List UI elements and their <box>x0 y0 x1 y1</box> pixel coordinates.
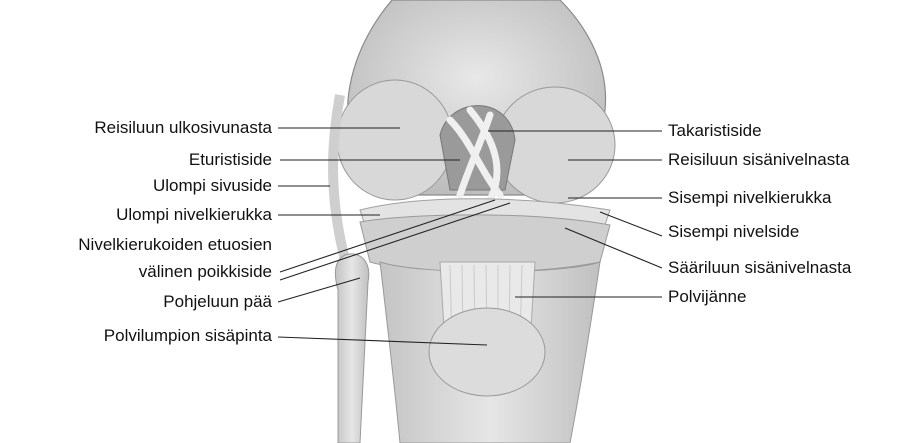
label-patellar-tendon: Polvijänne <box>668 287 746 307</box>
label-medial-meniscus: Sisempi nivelkierukka <box>668 188 831 208</box>
label-lateral-meniscus: Ulompi nivelkierukka <box>116 205 272 225</box>
fibula <box>335 254 368 443</box>
label-medial-tibial-condyle: Sääriluun sisänivelnasta <box>668 258 851 278</box>
label-posterior-cruciate-ligament: Takaristiside <box>668 121 762 141</box>
patella <box>429 308 545 396</box>
label-medial-collateral-ligament: Sisempi nivelside <box>668 222 799 242</box>
label-anterior-cruciate-ligament: Eturistiside <box>189 150 272 170</box>
label-patella-inner-surface: Polvilumpion sisäpinta <box>104 326 272 346</box>
label-lateral-collateral-ligament: Ulompi sivuside <box>153 176 272 196</box>
label-transverse-ligament-line2: välinen poikkiside <box>139 262 272 282</box>
label-transverse-ligament-line1: Nivelkierukoiden etuosien <box>78 235 272 255</box>
lateral-femoral-condyle <box>337 80 453 200</box>
label-medial-femoral-condyle: Reisiluun sisänivelnasta <box>668 150 849 170</box>
label-fibular-head: Pohjeluun pää <box>163 292 272 312</box>
label-lateral-femoral-condyle: Reisiluun ulkosivunasta <box>94 118 272 138</box>
